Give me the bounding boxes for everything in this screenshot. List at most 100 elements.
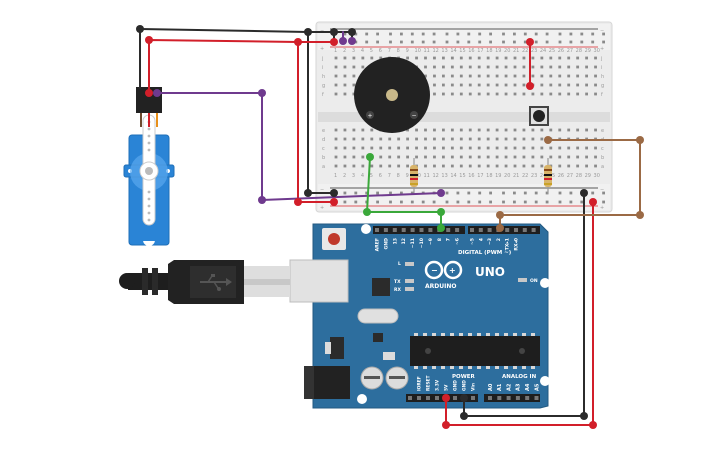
breadboard-hole[interactable] <box>576 74 580 78</box>
breadboard-hole[interactable] <box>477 74 481 78</box>
breadboard-hole[interactable] <box>361 56 365 60</box>
breadboard-hole[interactable] <box>415 128 418 132</box>
rail-hole[interactable] <box>534 191 538 195</box>
header-pin[interactable] <box>534 396 539 400</box>
breadboard-hole[interactable] <box>513 83 517 87</box>
wire-red-5v[interactable] <box>445 201 594 426</box>
breadboard-hole[interactable] <box>424 155 427 159</box>
breadboard-hole[interactable] <box>459 74 463 78</box>
breadboard-hole[interactable] <box>594 92 597 96</box>
breadboard-hole[interactable] <box>397 155 401 159</box>
breadboard-hole[interactable] <box>415 56 418 60</box>
breadboard-hole[interactable] <box>406 56 409 60</box>
rail-hole[interactable] <box>534 40 538 44</box>
rail-hole[interactable] <box>365 40 369 44</box>
breadboard-hole[interactable] <box>576 65 580 69</box>
breadboard-hole[interactable] <box>361 146 365 150</box>
breadboard-hole[interactable] <box>576 128 580 132</box>
breadboard-hole[interactable] <box>585 83 588 87</box>
breadboard-hole[interactable] <box>406 146 409 150</box>
breadboard-hole[interactable] <box>504 146 508 150</box>
rail-hole[interactable] <box>569 32 573 36</box>
rail-hole[interactable] <box>478 191 482 195</box>
breadboard-hole[interactable] <box>486 164 490 168</box>
breadboard-hole[interactable] <box>433 128 436 132</box>
breadboard-hole[interactable] <box>576 146 580 150</box>
breadboard-hole[interactable] <box>352 164 356 168</box>
breadboard-hole[interactable] <box>477 137 481 141</box>
breadboard-hole[interactable] <box>486 137 490 141</box>
breadboard-hole[interactable] <box>558 128 562 132</box>
rail-hole[interactable] <box>445 40 449 44</box>
breadboard-hole[interactable] <box>522 128 526 132</box>
breadboard-hole[interactable] <box>477 146 481 150</box>
rail-hole[interactable] <box>489 200 492 204</box>
breadboard-hole[interactable] <box>442 146 445 150</box>
breadboard-hole[interactable] <box>540 164 544 168</box>
header-pin[interactable] <box>506 396 511 400</box>
breadboard-hole[interactable] <box>522 74 526 78</box>
breadboard-hole[interactable] <box>513 146 517 150</box>
breadboard-hole[interactable] <box>459 164 463 168</box>
header-pin[interactable] <box>410 228 415 232</box>
rail-hole[interactable] <box>478 40 482 44</box>
breadboard-hole[interactable] <box>594 164 597 168</box>
breadboard-hole[interactable] <box>450 56 454 60</box>
breadboard-hole[interactable] <box>352 137 356 141</box>
header-pin[interactable] <box>497 396 502 400</box>
breadboard-hole[interactable] <box>477 83 481 87</box>
breadboard-hole[interactable] <box>343 92 347 96</box>
rail-hole[interactable] <box>445 200 449 204</box>
breadboard-hole[interactable] <box>513 92 517 96</box>
breadboard-hole[interactable] <box>504 83 508 87</box>
breadboard-hole[interactable] <box>424 164 427 168</box>
breadboard-hole[interactable] <box>468 56 472 60</box>
breadboard-hole[interactable] <box>352 128 356 132</box>
breadboard-hole[interactable] <box>361 164 365 168</box>
rail-hole[interactable] <box>513 191 516 195</box>
breadboard-hole[interactable] <box>361 137 365 141</box>
breadboard-hole[interactable] <box>567 92 571 96</box>
breadboard-hole[interactable] <box>495 128 499 132</box>
rail-hole[interactable] <box>410 200 414 204</box>
breadboard-hole[interactable] <box>531 65 535 69</box>
breadboard-hole[interactable] <box>424 146 427 150</box>
breadboard-hole[interactable] <box>442 65 445 69</box>
breadboard-hole[interactable] <box>459 137 463 141</box>
breadboard-hole[interactable] <box>343 155 347 159</box>
rail-hole[interactable] <box>558 32 562 36</box>
breadboard-hole[interactable] <box>442 56 445 60</box>
breadboard-hole[interactable] <box>513 137 517 141</box>
header-pin[interactable] <box>401 228 406 232</box>
breadboard-hole[interactable] <box>549 56 553 60</box>
breadboard-hole[interactable] <box>531 155 535 159</box>
breadboard-hole[interactable] <box>522 83 526 87</box>
breadboard-hole[interactable] <box>352 83 356 87</box>
breadboard-hole[interactable] <box>558 146 562 150</box>
rail-hole[interactable] <box>467 200 471 204</box>
rail-hole[interactable] <box>400 200 403 204</box>
breadboard-hole[interactable] <box>361 65 365 69</box>
wire-green-buzzer[interactable] <box>366 156 442 229</box>
header-pin[interactable] <box>455 228 460 232</box>
breadboard-hole[interactable] <box>388 155 392 159</box>
breadboard-hole[interactable] <box>504 155 508 159</box>
breadboard-hole[interactable] <box>522 56 526 60</box>
breadboard-hole[interactable] <box>513 164 517 168</box>
breadboard-hole[interactable] <box>540 155 544 159</box>
breadboard-hole[interactable] <box>370 146 374 150</box>
breadboard-hole[interactable] <box>406 164 409 168</box>
breadboard-hole[interactable] <box>334 146 338 150</box>
breadboard-hole[interactable] <box>424 56 427 60</box>
breadboard-hole[interactable] <box>433 83 436 87</box>
breadboard-hole[interactable] <box>379 146 383 150</box>
breadboard-hole[interactable] <box>450 83 454 87</box>
breadboard-hole[interactable] <box>406 155 409 159</box>
breadboard-hole[interactable] <box>549 74 553 78</box>
breadboard-hole[interactable] <box>415 146 418 150</box>
breadboard-hole[interactable] <box>549 128 553 132</box>
breadboard-hole[interactable] <box>334 164 338 168</box>
rail-hole[interactable] <box>502 32 505 36</box>
header-pin[interactable] <box>515 396 520 400</box>
breadboard-hole[interactable] <box>459 155 463 159</box>
